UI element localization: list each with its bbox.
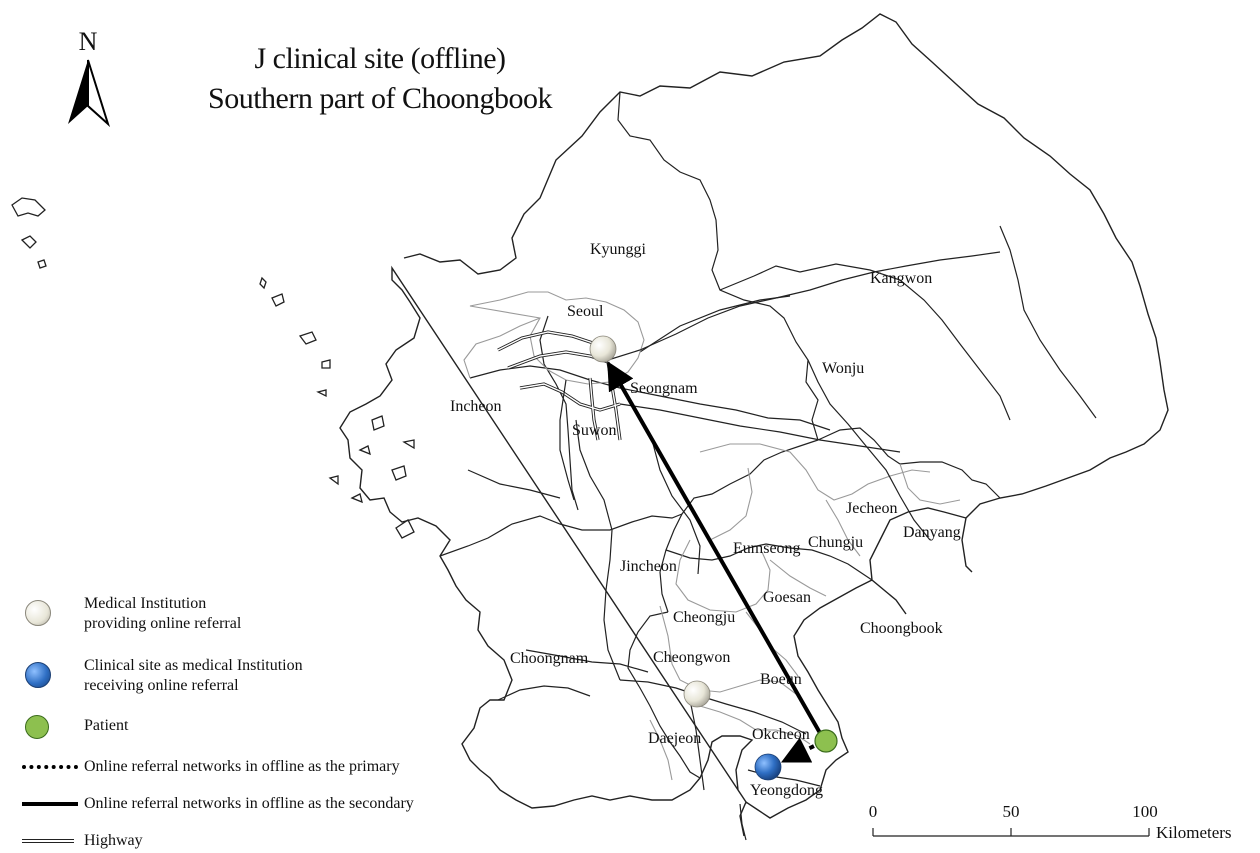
label-seongnam: Seongnam (630, 380, 698, 397)
secondary-referral-line (607, 361, 826, 741)
label-jecheon: Jecheon (846, 500, 898, 517)
label-goesan: Goesan (763, 589, 811, 606)
legend-secondary-label: Online referral networks in offline as t… (84, 795, 414, 812)
primary-referral-line (780, 737, 823, 763)
label-chungju: Chungju (808, 534, 863, 551)
label-danyang: Danyang (903, 524, 961, 541)
legend-medical-icon (25, 600, 51, 626)
legend-clinical-icon (25, 662, 51, 688)
legend-medical-line1: Medical Institution (84, 595, 207, 612)
scale-tick-100: 100 (1132, 802, 1158, 821)
north-arrow-icon (68, 59, 111, 128)
map-title-line1: J clinical site (offline) (254, 42, 506, 75)
legend-patient-label: Patient (84, 717, 129, 734)
label-wonju: Wonju (822, 360, 864, 377)
label-okcheon: Okcheon (752, 726, 810, 743)
label-kangwon: Kangwon (870, 270, 932, 287)
label-boeun: Boeun (760, 671, 802, 688)
label-kyunggi: Kyunggi (590, 241, 647, 258)
label-cheongwon: Cheongwon (653, 649, 730, 666)
scale-unit: Kilometers (1156, 823, 1232, 842)
legend-medical-line2: providing online referral (84, 615, 242, 632)
district-borders (463, 291, 961, 781)
region-outline (339, 13, 1169, 837)
province-borders (439, 91, 1097, 779)
legend-highway-icon (22, 839, 74, 843)
patient-marker (814, 729, 838, 753)
scale-tick-0: 0 (869, 802, 878, 821)
legend-clinical-line2: receiving online referral (84, 677, 239, 694)
label-choongbook: Choongbook (860, 620, 943, 637)
map-title-line2: Southern part of Choongbook (208, 82, 552, 115)
label-daejeon: Daejeon (648, 730, 701, 747)
north-label: N (79, 27, 98, 56)
legend-solid-line-icon (22, 802, 78, 806)
scale-tick-50: 50 (1003, 802, 1020, 821)
legend-dotted-line-icon (22, 765, 78, 769)
legend-clinical-line1: Clinical site as medical Institution (84, 657, 303, 674)
clinical-site-yeongdong (754, 753, 782, 781)
label-seoul: Seoul (567, 303, 604, 320)
label-yeongdong: Yeongdong (750, 782, 823, 799)
label-incheon: Incheon (450, 398, 502, 415)
medical-institution-daejeon (683, 680, 711, 708)
label-jincheon: Jincheon (620, 558, 677, 575)
legend-highway-label: Highway (84, 832, 143, 849)
label-suwon: Suwon (572, 422, 616, 439)
legend-primary-label: Online referral networks in offline as t… (84, 758, 400, 775)
label-eumseong: Eumseong (733, 540, 801, 557)
legend-patient-icon (25, 715, 49, 739)
label-choongnam: Choongnam (510, 650, 589, 667)
label-cheongju: Cheongju (673, 609, 735, 626)
island-shapes (11, 197, 415, 539)
road-lines (467, 251, 1001, 841)
scale-bar: 0 50 100 Kilometers (869, 802, 1232, 842)
medical-institution-seoul (589, 335, 617, 363)
